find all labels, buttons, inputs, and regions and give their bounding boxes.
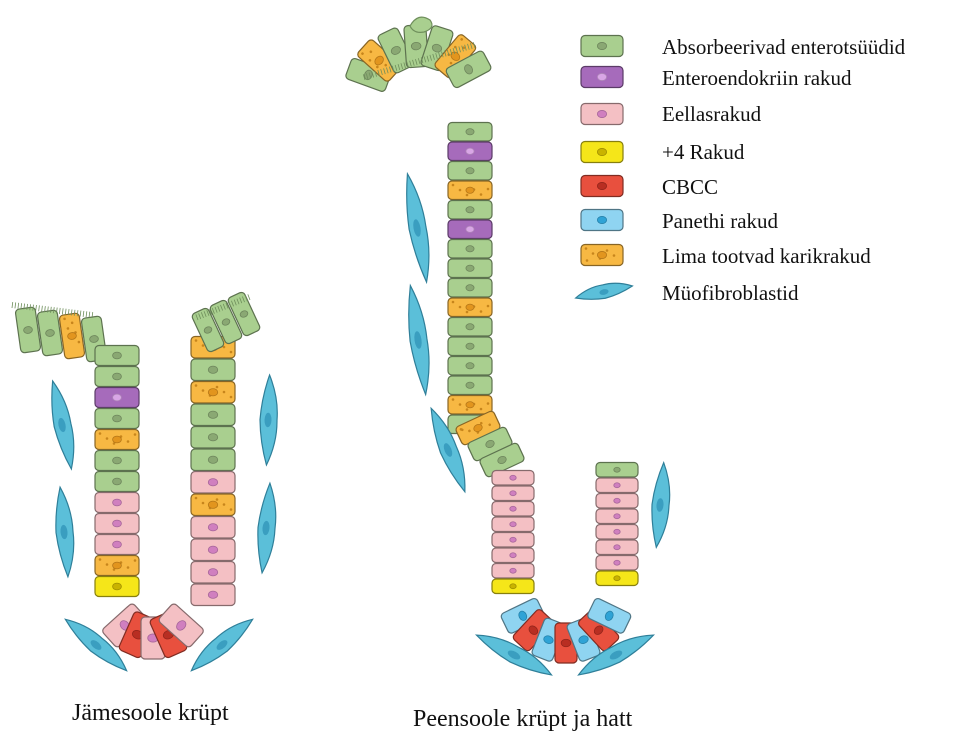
- villus-wall-cell-absorptive: [448, 240, 492, 259]
- legend-label-goblet: Lima tootvad karikrakud: [662, 244, 871, 268]
- colon-right-cell-progenitor: [191, 472, 235, 494]
- villus-wall-cell-enteroendocrine: [448, 142, 492, 161]
- mucus-blob-icon: [410, 17, 432, 32]
- cbcc-cell-icon: [581, 176, 623, 197]
- colon-right-cell-absorptive: [191, 404, 235, 426]
- myofibroblast-colon-left-2: [52, 486, 77, 577]
- myofibroblast-colon-left-1: [45, 379, 80, 471]
- small-right-cell-plus4: [596, 571, 638, 586]
- small-left-cell-progenitor: [492, 564, 534, 579]
- small-left-cell-progenitor: [492, 517, 534, 532]
- colon-right-cell-absorptive: [191, 359, 235, 381]
- myofibroblast-villus-2: [402, 284, 434, 395]
- colon-top-left-cell-absorptive: [37, 310, 63, 356]
- colon-left-cell-goblet: [95, 556, 139, 576]
- legend-label-cbcc: CBCC: [662, 175, 718, 199]
- villus-wall-cell-goblet: [448, 298, 492, 317]
- villus-wall-cell-goblet: [448, 181, 492, 200]
- colon-left-cell-enteroendocrine: [95, 388, 139, 408]
- legend-label-absorptive: Absorbeerivad enterotsüüdid: [662, 35, 905, 59]
- colon-left-cell-plus4: [95, 577, 139, 597]
- villus-wall-cell-absorptive: [448, 201, 492, 220]
- colon-right-cell-absorptive: [191, 449, 235, 471]
- colon-right-cell-progenitor: [191, 517, 235, 539]
- colon-left-cell-progenitor: [95, 535, 139, 555]
- colon-right-cell-progenitor: [191, 562, 235, 584]
- villus-wall-cell-absorptive: [448, 318, 492, 337]
- small-left-cell-plus4: [492, 579, 534, 594]
- small-right-cell-absorptive: [596, 463, 638, 478]
- colon-right-cell-absorptive: [191, 427, 235, 449]
- legend-label-paneth: Panethi rakud: [662, 209, 778, 233]
- colon-left-cell-absorptive: [95, 472, 139, 492]
- villus-wall-cell-absorptive: [448, 162, 492, 181]
- colon-right-cell-goblet: [191, 494, 235, 516]
- myofibroblast-icon: [574, 279, 634, 304]
- colon-crypt-caption: Jämesoole krüpt: [72, 700, 229, 727]
- progenitor-cell-icon: [581, 104, 623, 125]
- legend-label-plus4: +4 Rakud: [662, 140, 744, 164]
- small-right-cell-progenitor: [596, 540, 638, 555]
- colon-left-cell-progenitor: [95, 514, 139, 534]
- myofibroblast-colon-right-1: [258, 375, 278, 466]
- small-right-cell-progenitor: [596, 509, 638, 524]
- small-left-cell-progenitor: [492, 548, 534, 563]
- myofibroblast-colon-bottom-right: [186, 612, 258, 677]
- colon-left-cell-goblet: [95, 430, 139, 450]
- villus-wall-cell-absorptive: [448, 259, 492, 278]
- colon-top-left-cell-goblet: [59, 313, 85, 359]
- plus4-cell-icon: [581, 142, 623, 163]
- cells-layer: [12, 17, 638, 663]
- colon-left-cell-absorptive: [95, 367, 139, 387]
- legend-icons: [574, 36, 634, 305]
- myofibroblast-colon-right-2: [254, 482, 279, 573]
- villus-wall-cell-absorptive: [448, 337, 492, 356]
- small-intestine-caption: Peensoole krüpt ja hatt: [413, 706, 632, 733]
- myofibroblast-villus-1: [400, 172, 436, 283]
- absorptive-cell-icon: [581, 36, 623, 57]
- colon-left-cell-progenitor: [95, 493, 139, 513]
- legend-label-enteroendocrine: Enteroendokriin rakud: [662, 66, 852, 90]
- villus-wall-cell-enteroendocrine: [448, 220, 492, 239]
- colon-left-cell-absorptive: [95, 451, 139, 471]
- villus-wall-cell-absorptive: [448, 357, 492, 376]
- small-right-cell-progenitor: [596, 556, 638, 571]
- colon-right-cell-goblet: [191, 382, 235, 404]
- small-right-cell-progenitor: [596, 525, 638, 540]
- myofibroblast-small-right: [648, 462, 672, 548]
- small-left-cell-progenitor: [492, 533, 534, 548]
- villus-wall-cell-absorptive: [448, 123, 492, 142]
- enteroendocrine-cell-icon: [581, 67, 623, 88]
- colon-top-left-cell-absorptive: [15, 307, 41, 353]
- small-right-cell-progenitor: [596, 478, 638, 493]
- colon-right-cell-progenitor: [191, 584, 235, 606]
- colon-left-cell-absorptive: [95, 346, 139, 366]
- legend-label-myofibroblast: Müofibroblastid: [662, 281, 799, 305]
- small-right-cell-progenitor: [596, 494, 638, 509]
- villus-wall-cell-absorptive: [448, 376, 492, 395]
- myofibroblast-layer: [45, 172, 673, 682]
- colon-left-cell-absorptive: [95, 409, 139, 429]
- legend-label-progenitor: Eellasrakud: [662, 102, 761, 126]
- villus-wall-cell-goblet: [448, 396, 492, 415]
- small-left-cell-progenitor: [492, 486, 534, 501]
- small-left-cell-progenitor: [492, 471, 534, 486]
- villus-wall-cell-absorptive: [448, 279, 492, 298]
- paneth-cell-icon: [581, 210, 623, 231]
- small-left-cell-progenitor: [492, 502, 534, 517]
- goblet-cell-icon: [581, 245, 623, 266]
- colon-right-cell-progenitor: [191, 539, 235, 561]
